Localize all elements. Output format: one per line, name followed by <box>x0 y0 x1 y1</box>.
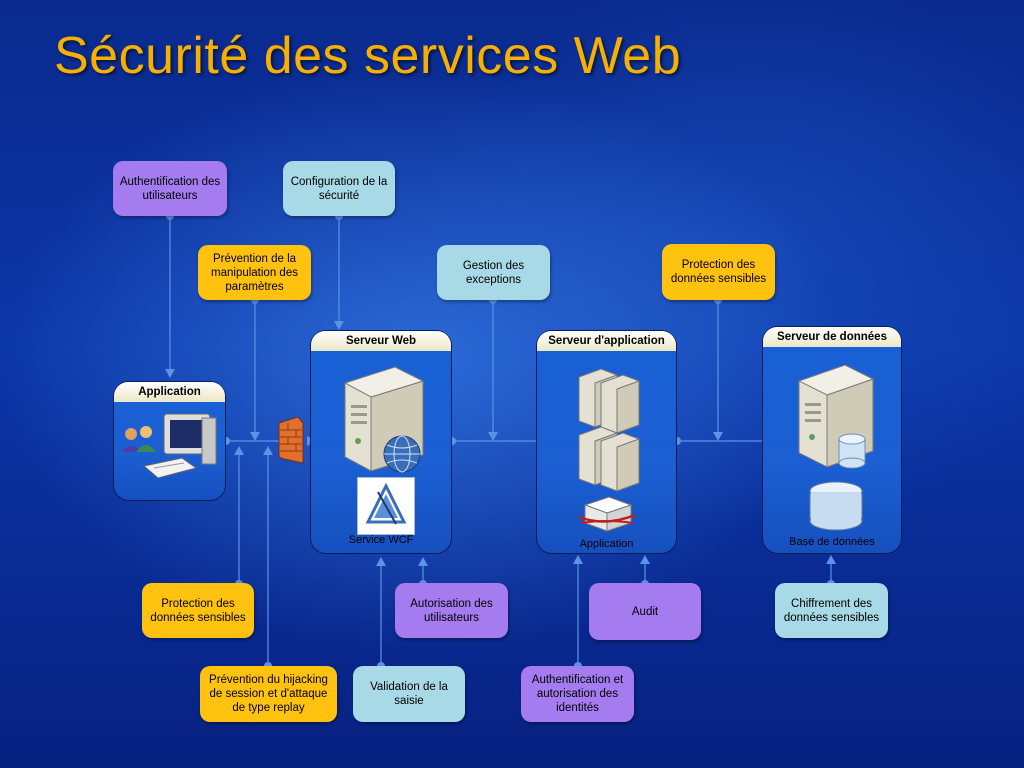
globe-icon <box>383 435 421 473</box>
callout-encryption: Chiffrement des données sensibles <box>775 583 888 638</box>
data-server-box: Serveur de données Base de données <box>762 326 902 554</box>
computer-icon <box>121 413 217 479</box>
wcf-icon <box>357 477 415 535</box>
app-server-caption: Application <box>579 538 634 550</box>
callout-protection-bottom: Protection des données sensibles <box>142 583 254 638</box>
firewall-icon <box>278 417 304 464</box>
cube-icon <box>578 496 636 532</box>
callout-audit: Audit <box>589 583 701 640</box>
callout-auth-users: Authentification des utilisateurs <box>113 161 227 216</box>
application-box-header: Application <box>114 382 225 402</box>
application-box: Application <box>113 381 226 501</box>
page-title: Sécurité des services Web <box>54 27 682 85</box>
data-server-caption: Base de données <box>789 536 875 548</box>
web-server-caption: Service WCF <box>348 534 414 546</box>
users-icon <box>121 426 156 452</box>
database-icon <box>809 481 863 531</box>
callout-exceptions: Gestion des exceptions <box>437 245 550 300</box>
callout-hijacking: Prévention du hijacking de session et d'… <box>200 666 337 722</box>
callout-identity: Authentification et autorisation des ide… <box>521 666 634 722</box>
server-icon <box>578 368 640 492</box>
callout-param-manipulation: Prévention de la manipulation des paramè… <box>198 245 311 300</box>
app-server-box: Serveur d'application Application <box>536 330 677 554</box>
callout-config-security: Configuration de la sécurité <box>283 161 395 216</box>
server-icon <box>797 364 875 469</box>
callout-authorization: Autorisation des utilisateurs <box>395 583 508 638</box>
web-server-header: Serveur Web <box>311 331 451 351</box>
data-server-header: Serveur de données <box>763 327 901 347</box>
app-server-header: Serveur d'application <box>537 331 676 351</box>
web-server-box: Serveur Web Service WCF <box>310 330 452 554</box>
callout-protection-top: Protection des données sensibles <box>662 244 775 300</box>
cylinder-icon <box>838 433 866 469</box>
callout-validation: Validation de la saisie <box>353 666 465 722</box>
